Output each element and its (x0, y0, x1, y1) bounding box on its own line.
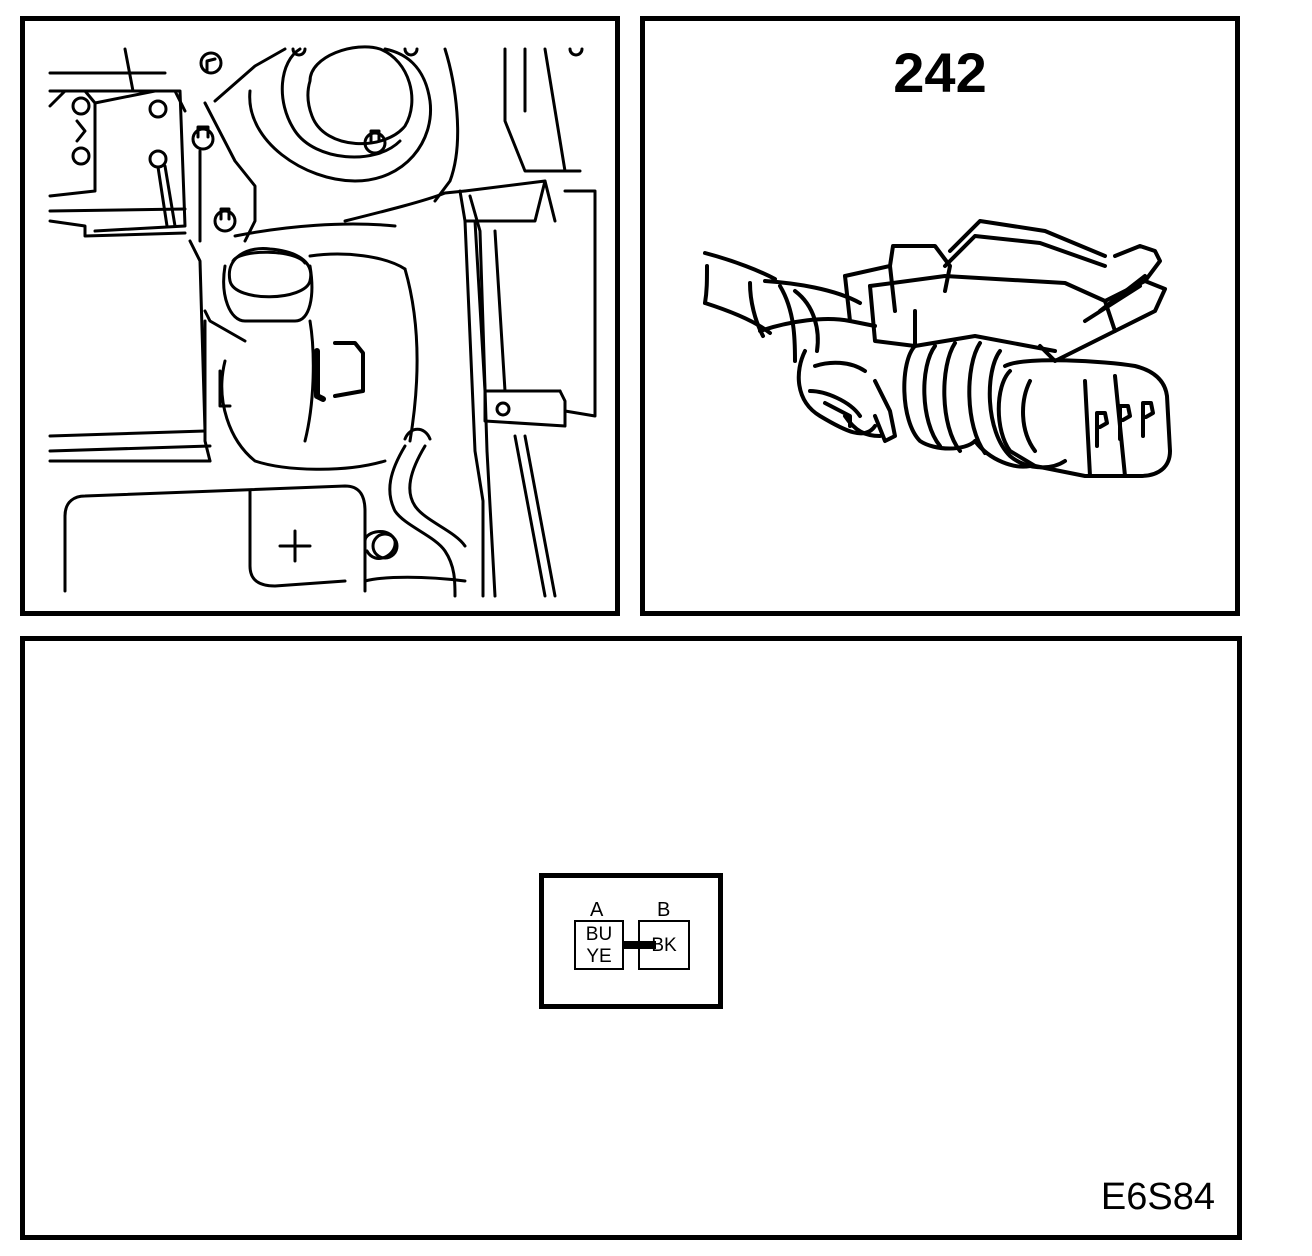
connector-icon (703, 219, 1172, 478)
diagram-code: E6S84 (1100, 1176, 1215, 1218)
pinout-panel: A B BU YE BK E6S84 (20, 636, 1242, 1240)
engine-bay-location-icon (48, 45, 597, 598)
pin-b-wire-color-1: BK (651, 935, 677, 956)
connector-number: 242 (893, 41, 987, 104)
pin-a-cavity: BU YE (574, 920, 624, 970)
pin-a-wire-color-2: YE (586, 946, 612, 967)
engine-bay-panel (20, 16, 620, 616)
pin-b-cavity: BK (638, 920, 690, 970)
pin-a-letter: A (590, 899, 604, 921)
pin-a-wire-color-1: BU (585, 924, 613, 945)
connector-panel: 242 (640, 16, 1240, 616)
connector-latch-icon (622, 941, 656, 949)
pin-b-letter: B (657, 899, 671, 921)
connector-face: A B BU YE BK (539, 873, 723, 1009)
